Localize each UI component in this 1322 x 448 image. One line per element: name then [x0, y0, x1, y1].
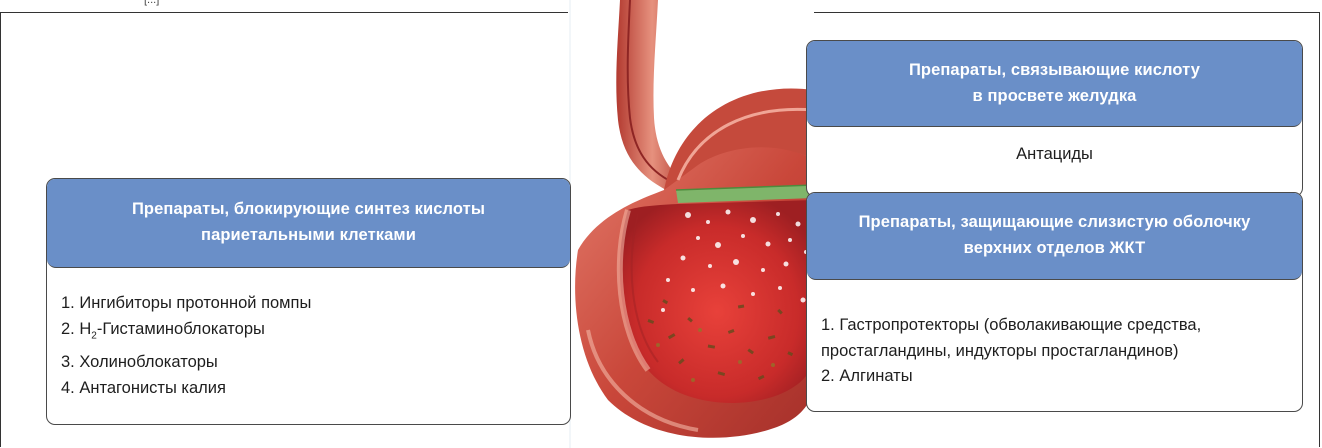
list-item-text: -Гистаминоблокаторы: [97, 320, 265, 338]
card-acid-synthesis-blockers: Препараты, блокирующие синтез кислоты па…: [46, 178, 571, 425]
list-item: простагландины, индукторы простагландино…: [821, 339, 1302, 365]
list-item: 4. Антагонисты калия: [61, 375, 570, 401]
card-body: 1. Гастропротекторы (обволакивающие сред…: [807, 280, 1302, 390]
header-line: париетальными клетками: [201, 226, 416, 244]
card-body: 1. Ингибиторы протонной помпы 2. H2-Гист…: [47, 268, 570, 401]
card-body: Антациды: [807, 127, 1302, 167]
header-line: Препараты, блокирующие синтез кислоты: [132, 200, 485, 218]
list-item: 1. Ингибиторы протонной помпы: [61, 290, 570, 316]
list-item: 2. Алгинаты: [821, 364, 1302, 390]
list-item: Антациды: [807, 141, 1302, 167]
card-header: Препараты, связывающие кислоту в просвет…: [807, 41, 1302, 127]
card-acid-binding: Препараты, связывающие кислоту в просвет…: [806, 40, 1303, 197]
top-fragment-text: [...]: [144, 0, 159, 6]
card-mucosa-protection: Препараты, защищающие слизистую оболочку…: [806, 192, 1303, 412]
header-line: Препараты, связывающие кислоту: [909, 61, 1200, 79]
list-item: 2. H2-Гистаминоблокаторы: [61, 316, 570, 349]
top-cropped-fragment: [...]: [100, 0, 160, 12]
header-line: верхних отделов ЖКТ: [964, 239, 1146, 257]
header-line: в просвете желудка: [973, 87, 1137, 105]
card-header: Препараты, блокирующие синтез кислоты па…: [47, 179, 570, 268]
header-line: Препараты, защищающие слизистую оболочку: [859, 213, 1251, 231]
list-item: 1. Гастропротекторы (обволакивающие сред…: [821, 313, 1302, 339]
list-item: 3. Холиноблокаторы: [61, 349, 570, 375]
stomach-illustration: [568, 0, 814, 448]
card-header: Препараты, защищающие слизистую оболочку…: [807, 193, 1302, 280]
list-item-text: 2. H: [61, 320, 91, 338]
